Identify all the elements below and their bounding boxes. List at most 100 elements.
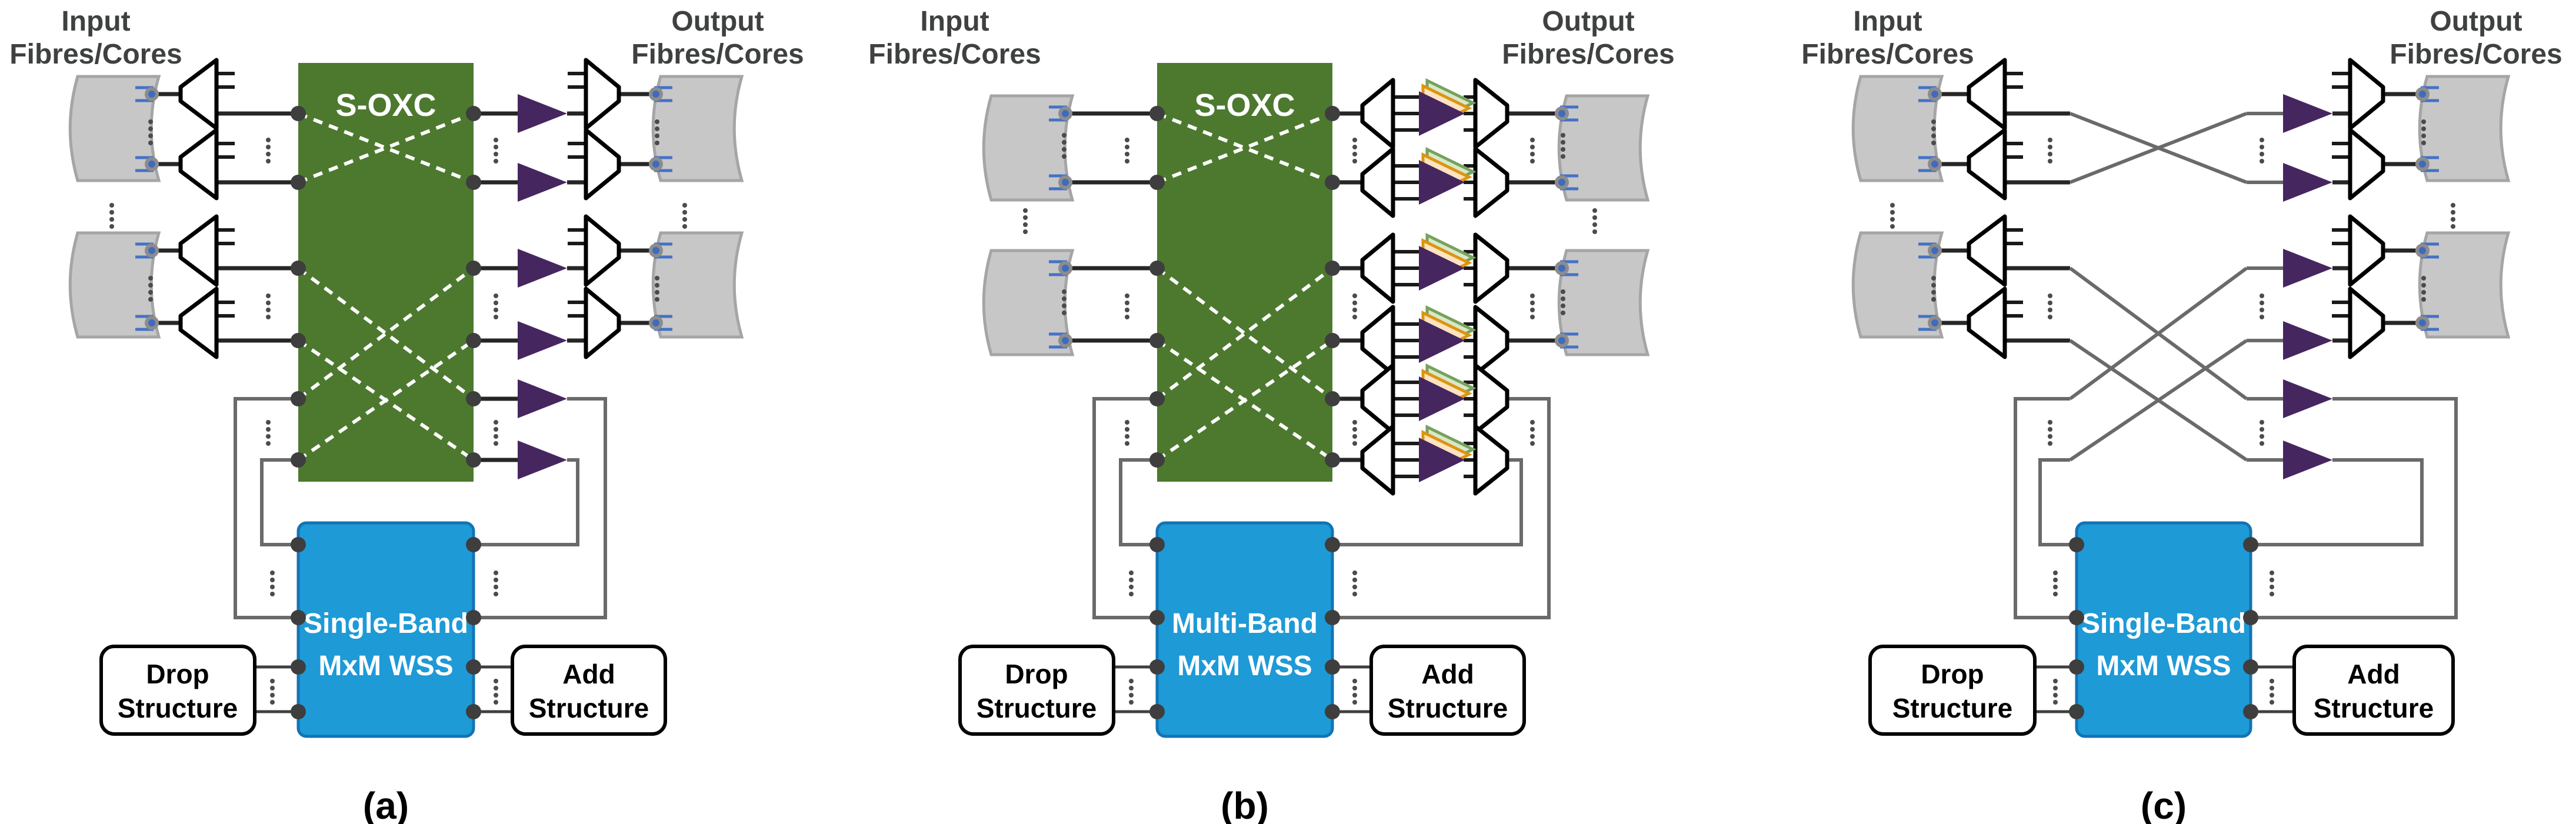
add-structure-box bbox=[2292, 645, 2455, 736]
combiner-icon bbox=[568, 130, 619, 198]
add-label-line1: Add bbox=[562, 659, 615, 689]
panel-caption: (b) bbox=[1221, 785, 1269, 824]
amplifier-icon bbox=[518, 94, 567, 133]
amplifier-icon bbox=[2283, 249, 2332, 288]
drop-add-links bbox=[2035, 665, 2294, 713]
drop-structure-box bbox=[1868, 645, 2037, 736]
amplifier-icon bbox=[2283, 94, 2332, 133]
multiband-amplifier-group-icon bbox=[1362, 149, 1507, 216]
output-title-line1: Output bbox=[1542, 6, 1634, 37]
splitter-icon bbox=[1969, 216, 2023, 285]
output-title-line1: Output bbox=[671, 6, 764, 37]
output-fibre-bundle-icon bbox=[2420, 76, 2508, 181]
drop-add-links bbox=[255, 665, 512, 713]
add-structure-box bbox=[1369, 645, 1526, 736]
oxc-cross-connections bbox=[297, 112, 475, 462]
splitter-icon bbox=[1969, 289, 2023, 357]
panel-caption: (a) bbox=[363, 785, 409, 824]
combiner-icon bbox=[568, 216, 619, 285]
combiner-icon bbox=[2332, 130, 2383, 198]
amplifier-icon bbox=[2283, 321, 2332, 360]
output-fibre-bundle-icon bbox=[2420, 233, 2508, 337]
input-title-line2: Fibres/Cores bbox=[868, 39, 1041, 70]
wss-label-line1: Single-Band bbox=[304, 608, 468, 639]
amplifier-icon bbox=[2283, 379, 2332, 418]
multiband-amplifier-group-icon bbox=[1362, 426, 1507, 493]
drop-label-line1: Drop bbox=[1921, 659, 1984, 689]
add-label-line2: Structure bbox=[2314, 693, 2434, 723]
wss-label-line1: Single-Band bbox=[2081, 608, 2246, 639]
multiband-amplifier-group-icon bbox=[1362, 235, 1507, 302]
amplifier-icon bbox=[518, 379, 567, 418]
multiband-amplifier-group-icon bbox=[1362, 365, 1507, 432]
splitter-icon bbox=[181, 130, 235, 198]
drop-structure-box bbox=[958, 645, 1115, 736]
wss-loopback-lines bbox=[2014, 397, 2458, 619]
amplifier-icon bbox=[518, 163, 567, 202]
panel-b: Input Fibres/Cores Output Fibres/Cores S… bbox=[868, 6, 1674, 824]
spatial-oxc-block bbox=[1157, 63, 1332, 482]
spatial-oxc-label: S-OXC bbox=[1194, 88, 1295, 123]
multiband-amplifier-group-icon bbox=[1362, 80, 1507, 147]
spatial-oxc-label: S-OXC bbox=[335, 88, 436, 123]
output-fibre-bundle-icon bbox=[1559, 96, 1648, 200]
combiner-icon bbox=[2332, 216, 2383, 285]
panel-caption: (c) bbox=[2141, 785, 2187, 824]
output-title-line1: Output bbox=[2430, 6, 2522, 37]
input-title-line2: Fibres/Cores bbox=[9, 39, 182, 70]
drop-label-line2: Structure bbox=[118, 693, 238, 723]
fibre-connection-lines bbox=[1065, 111, 1560, 462]
splitter-icon bbox=[1969, 130, 2023, 198]
splitter-icon bbox=[181, 216, 235, 285]
wss-block bbox=[296, 521, 475, 738]
output-fibre-bundle-icon bbox=[1559, 251, 1648, 355]
splitter-icon bbox=[1969, 60, 2023, 128]
wss-block bbox=[2075, 521, 2252, 738]
add-label-line1: Add bbox=[1421, 659, 1474, 689]
panel-a: Input Fibres/Cores Output Fibres/Cores bbox=[9, 6, 804, 824]
output-title-line2: Fibres/Cores bbox=[2390, 39, 2562, 70]
output-title-line2: Fibres/Cores bbox=[631, 39, 804, 70]
add-label-line1: Add bbox=[2347, 659, 2400, 689]
output-fibre-bundle-icon bbox=[653, 233, 742, 337]
amplifier-icon bbox=[518, 249, 567, 288]
amplifier-icon bbox=[518, 321, 567, 360]
panel-c: Input Fibres/Cores Output Fibres/Cores bbox=[1801, 6, 2562, 824]
input-title-line1: Input bbox=[920, 6, 989, 37]
wss-loopback-lines bbox=[1092, 397, 1551, 619]
output-title-line2: Fibres/Cores bbox=[1502, 39, 1674, 70]
amplifier-icon bbox=[2283, 441, 2332, 479]
drop-add-links bbox=[1114, 665, 1371, 713]
wss-label-line2: MxM WSS bbox=[2096, 650, 2231, 682]
combiner-icon bbox=[2332, 289, 2383, 357]
drop-label-line2: Structure bbox=[977, 693, 1097, 723]
add-label-line2: Structure bbox=[529, 693, 649, 723]
combiner-icon bbox=[568, 60, 619, 128]
input-title-line2: Fibres/Cores bbox=[1801, 39, 1974, 70]
amplifier-icon bbox=[518, 441, 567, 479]
drop-structure-box bbox=[99, 645, 256, 736]
drop-label-line2: Structure bbox=[1892, 693, 2012, 723]
spatial-oxc-block bbox=[298, 63, 474, 482]
splitter-icon bbox=[181, 289, 235, 357]
add-structure-box bbox=[511, 645, 667, 736]
combiner-icon bbox=[568, 289, 619, 357]
multiband-amplifier-group-icon bbox=[1362, 307, 1507, 374]
add-label-line2: Structure bbox=[1388, 693, 1508, 723]
input-title-line1: Input bbox=[1853, 6, 1922, 37]
wss-label-line1: Multi-Band bbox=[1172, 608, 1318, 639]
output-fibre-bundle-icon bbox=[653, 76, 742, 181]
splitter-icon bbox=[181, 60, 235, 128]
cross-connect-lines bbox=[2069, 112, 2283, 462]
drop-label-line1: Drop bbox=[1005, 659, 1068, 689]
oxc-ports bbox=[291, 106, 481, 468]
input-title-line1: Input bbox=[61, 6, 130, 37]
oxc-cross-connections bbox=[1156, 112, 1334, 462]
wss-loopback-lines bbox=[234, 397, 607, 619]
wss-label-line2: MxM WSS bbox=[1177, 650, 1312, 682]
amplifier-icon bbox=[2283, 163, 2332, 202]
wss-label-line2: MxM WSS bbox=[318, 650, 453, 682]
combiner-icon bbox=[2332, 60, 2383, 128]
